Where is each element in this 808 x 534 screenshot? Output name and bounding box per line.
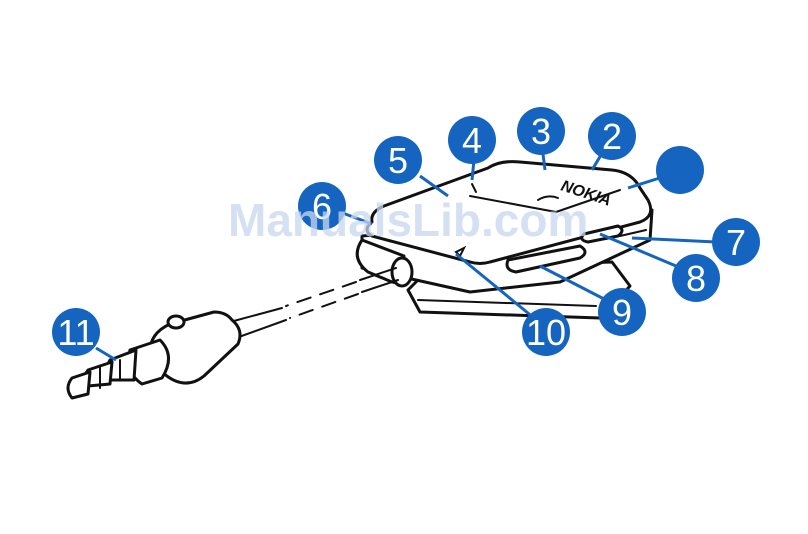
callout-10-label: 10 bbox=[526, 312, 566, 353]
callout-9-label: 9 bbox=[612, 292, 632, 333]
callout-11: 11 bbox=[52, 308, 100, 356]
leader-3 bbox=[543, 154, 545, 170]
callout-10: 10 bbox=[522, 308, 570, 356]
callout-3-label: 3 bbox=[531, 111, 551, 152]
callout-1 bbox=[656, 146, 704, 194]
callout-11-label: 11 bbox=[57, 312, 94, 353]
callout-2: 2 bbox=[588, 112, 636, 160]
leader-11 bbox=[96, 348, 116, 360]
callout-4-label: 4 bbox=[462, 120, 482, 161]
callout-5-label: 5 bbox=[388, 140, 408, 181]
callout-8: 8 bbox=[672, 254, 720, 302]
cable-plug bbox=[68, 258, 412, 398]
callout-4: 4 bbox=[448, 116, 496, 164]
callout-9: 9 bbox=[598, 288, 646, 336]
callout-7: 7 bbox=[712, 218, 760, 266]
callout-7-label: 7 bbox=[726, 222, 746, 263]
callout-3: 3 bbox=[517, 107, 565, 155]
callout-5: 5 bbox=[374, 136, 422, 184]
watermark: ManualsLib.com bbox=[228, 194, 588, 246]
callout-8-label: 8 bbox=[686, 258, 706, 299]
callout-2-label: 2 bbox=[602, 116, 622, 157]
